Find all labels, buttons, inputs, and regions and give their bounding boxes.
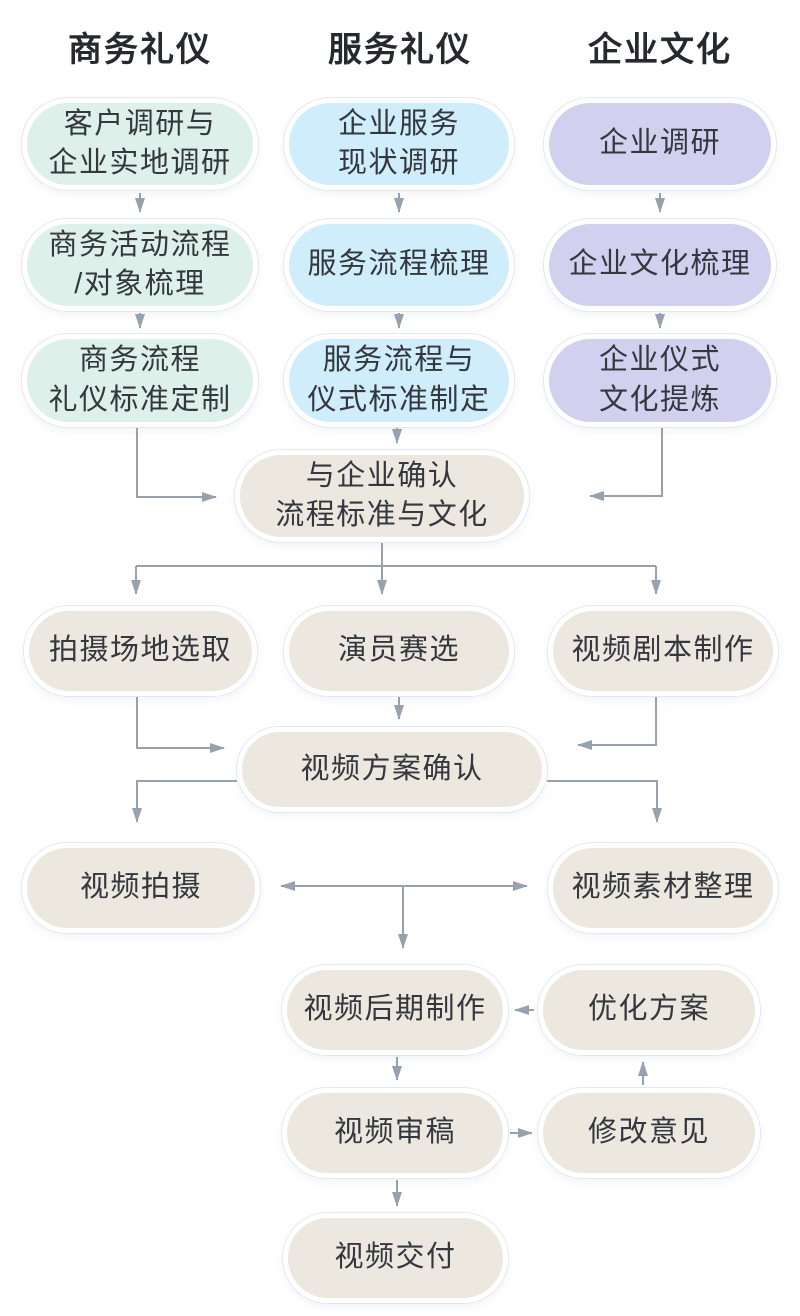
- node-customer-research: 客户调研与 企业实地调研: [22, 98, 258, 190]
- node-video-shooting: 视频拍摄: [22, 843, 260, 933]
- node-video-review: 视频审稿: [282, 1088, 508, 1178]
- arrow: [577, 697, 657, 750]
- node-optimization-plan: 优化方案: [538, 965, 760, 1055]
- node-service-ritual-standard: 服务流程与 仪式标准制定: [284, 334, 514, 427]
- node-business-process-sorting: 商务活动流程 /对象梳理: [22, 219, 258, 311]
- node-actor-casting: 演员赛选: [284, 606, 514, 696]
- arrow: [132, 780, 237, 823]
- arrow: [547, 780, 662, 823]
- column-header-business-etiquette: 商务礼仪: [68, 31, 212, 69]
- node-video-delivery: 视频交付: [283, 1213, 508, 1303]
- column-header-service-etiquette: 服务礼仪: [328, 31, 472, 69]
- node-corp-culture-sorting: 企业文化梳理: [544, 219, 776, 311]
- node-corp-research: 企业调研: [544, 98, 776, 190]
- node-location-selection: 拍摄场地选取: [24, 606, 257, 696]
- node-revision-feedback: 修改意见: [538, 1088, 760, 1178]
- column-header-corporate-culture: 企业文化: [588, 31, 732, 69]
- node-post-production: 视频后期制作: [282, 965, 508, 1055]
- node-confirm-standards: 与企业确认 流程标准与文化: [235, 450, 529, 542]
- arrow: [136, 697, 225, 753]
- node-service-status-research: 企业服务 现状调研: [284, 98, 514, 190]
- node-business-etiquette-standard: 商务流程 礼仪标准定制: [22, 334, 258, 427]
- node-footage-organizing: 视频素材整理: [548, 843, 778, 933]
- node-corp-ritual-refine: 企业仪式 文化提炼: [544, 334, 776, 427]
- node-script-production: 视频剧本制作: [548, 606, 778, 696]
- arrow: [136, 426, 217, 502]
- node-plan-confirmation: 视频方案确认: [237, 727, 547, 812]
- arrow: [589, 428, 663, 501]
- node-service-process-sorting: 服务流程梳理: [284, 219, 514, 311]
